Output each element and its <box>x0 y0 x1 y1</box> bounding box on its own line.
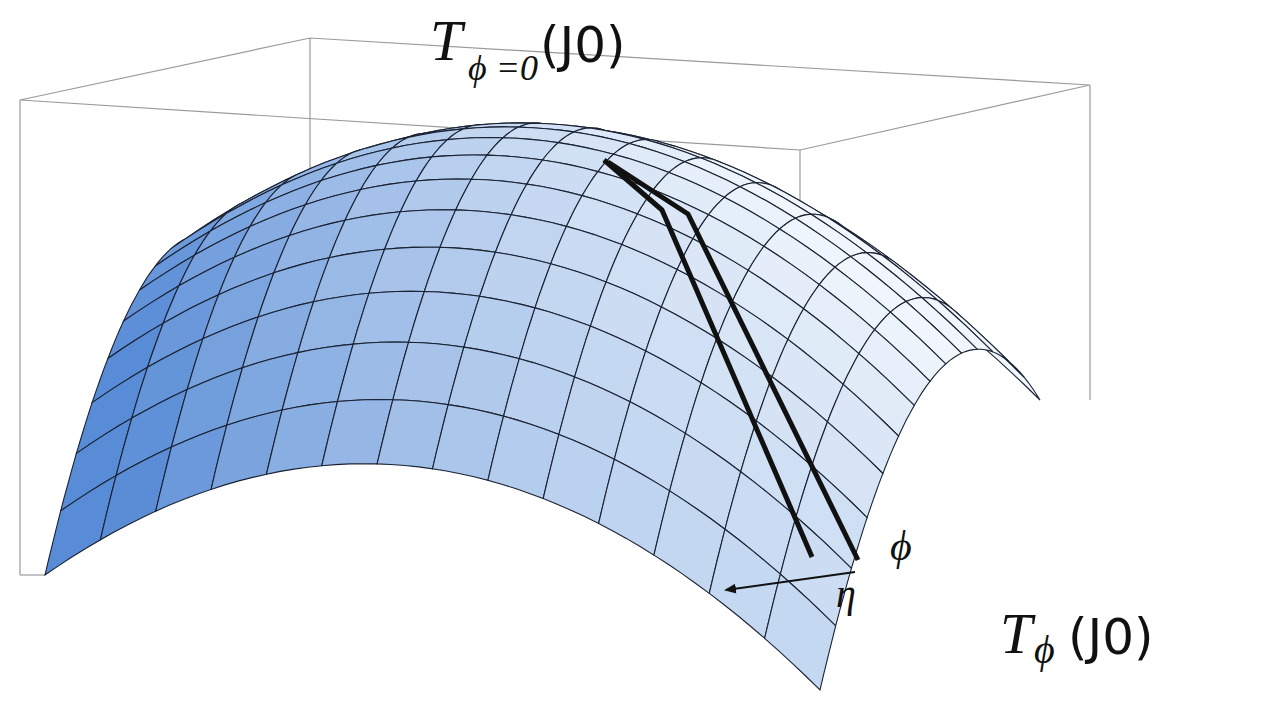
math-label: ϕ <box>1034 630 1055 670</box>
math-label: (J0) <box>540 20 626 70</box>
math-label: (J0) <box>1068 612 1154 662</box>
eta-arrow <box>726 572 855 590</box>
math-label: T <box>430 12 462 70</box>
mesh-cell <box>211 410 282 489</box>
surface-mesh <box>45 123 1040 690</box>
mesh-cell <box>765 574 836 690</box>
bounding-box <box>20 38 1090 575</box>
path-curves <box>604 160 858 560</box>
math-label: ϕ =0 <box>468 50 538 86</box>
math-label: η <box>836 574 856 614</box>
math-label: ϕ <box>890 525 912 567</box>
math-label: T <box>1000 605 1032 663</box>
